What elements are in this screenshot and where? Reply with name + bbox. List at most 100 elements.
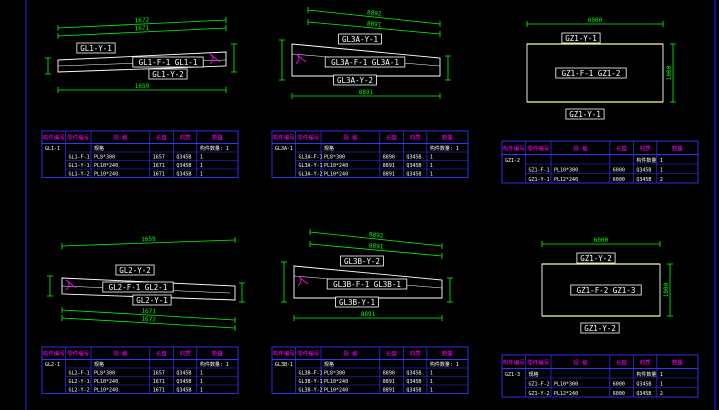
table-cell: PL10*300 <box>554 382 578 388</box>
label-part-3-box <box>132 294 172 306</box>
table-cell: 构件数量: 1 <box>200 361 229 368</box>
table-header-cell: 材质 <box>640 359 652 367</box>
weld-symbol <box>209 53 221 65</box>
table-cell: 1 <box>660 382 663 388</box>
table-cell: 8891 <box>383 379 395 385</box>
label-part-3-text: GZ1-Y-2 <box>584 324 616 333</box>
dim-top-outer-value: 8892 <box>369 231 384 240</box>
table-cell: 1 <box>660 168 663 174</box>
label-part-2-text: GZ1-F-2 GZ1-3 <box>577 286 636 295</box>
dim-height: 1000 <box>663 263 673 317</box>
table-cell: 1 <box>200 172 203 178</box>
beam-outline <box>291 43 441 77</box>
table-cell: PL8*300 <box>324 371 345 377</box>
dim-left <box>45 57 51 75</box>
label-part-2-box <box>102 281 174 293</box>
label-part-1-text: GL1-Y-1 <box>80 44 112 53</box>
label-part-1-box <box>338 33 382 45</box>
table-header-cell: 材质 <box>410 134 422 142</box>
dim-top-inner: 8891 <box>309 241 443 259</box>
table-cell: Q345B <box>406 388 421 394</box>
table-header-cell: 规 格 <box>573 145 588 153</box>
label-part-2-text: GL2-F-1 GL2-1 <box>109 283 168 292</box>
label-part-3: GL3B-Y-1 <box>335 296 379 308</box>
label-part-2: GZ1-F-2 GZ1-3 <box>570 284 642 296</box>
table-header-cell: 长度 <box>386 134 398 142</box>
table-cell: 1 <box>430 172 433 178</box>
table-header-cell: 数量 <box>442 134 454 142</box>
table-cell: Q345B <box>406 155 421 161</box>
table-cell: 1657 <box>153 155 165 161</box>
table-cell: GL3A-1 <box>275 146 293 152</box>
dim-bottom-inner-value: 1671 <box>141 308 156 316</box>
dim-right <box>445 55 451 81</box>
table-cell: GL2-F-1 <box>69 371 90 377</box>
table-header-cell: 构件编号 <box>43 350 66 358</box>
table-cell: 规格 <box>94 361 104 368</box>
label-part-3-text: GL2-Y-1 <box>136 296 168 305</box>
table-cell: 6000 <box>613 382 625 388</box>
label-part-3-text: GL3B-Y-1 <box>339 298 375 307</box>
table-header-cell: 构件编号 <box>503 145 526 153</box>
table-cell: GZ1-Y-2 <box>529 391 550 397</box>
table-header-cell: 数量 <box>212 134 224 142</box>
table-cell: PL12*240 <box>554 177 578 183</box>
label-part-1: GL2-Y-2 <box>115 264 155 276</box>
table-cell: 1657 <box>153 371 165 377</box>
label-part-1-text: GZ1-Y-2 <box>580 254 612 263</box>
table-cell: GL2-1 <box>45 362 60 368</box>
table-cell: 1 <box>660 158 663 164</box>
dim-top-inner-line <box>57 27 227 37</box>
table-header-cell: 材质 <box>640 145 652 153</box>
dim-right <box>239 282 245 303</box>
table-cell: 1 <box>430 155 433 161</box>
weld-symbol-mark <box>297 275 309 287</box>
dim-top-outer-line <box>61 239 236 247</box>
table-header-cell: 构件编号 <box>273 350 296 358</box>
table-cell: GL3A-F-1 <box>299 155 323 161</box>
weld-symbol-mark <box>65 279 77 291</box>
table-cell: 2 <box>660 391 663 397</box>
dim-top-inner: 1671 <box>57 25 227 39</box>
table-cell: PL10*300 <box>554 168 578 174</box>
dim-top-outer-line <box>57 19 227 29</box>
table-cell: 构件数量: 1 <box>430 145 459 152</box>
dim-top-inner: 8891 <box>307 19 441 37</box>
table-cell: 规格 <box>529 371 539 378</box>
table-cell: GL1-Y-2 <box>69 172 90 178</box>
label-part-3: GL3A-Y-2 <box>333 74 377 86</box>
table-border <box>271 130 469 178</box>
table-cell: 1671 <box>153 388 165 394</box>
table-cell: PL10*240 <box>94 379 118 385</box>
table-header-cell: 材质 <box>180 134 192 142</box>
table-header-cell: 材质 <box>180 350 192 358</box>
table-border <box>271 346 469 394</box>
dim-top-outer: 1659 <box>61 236 236 249</box>
table-cell: PL10*240 <box>94 388 118 394</box>
label-part-2-text: GZ1-F-1 GZ1-2 <box>562 69 621 78</box>
dim-left <box>47 275 53 297</box>
table-cell: PL10*240 <box>324 163 348 169</box>
table-cell: Q345B <box>636 177 651 183</box>
table-cell: 构件数量: 1 <box>200 145 229 152</box>
table-cell: GL3A-Y-2 <box>299 172 323 178</box>
dim-bottom-outer: 1672 <box>61 315 236 331</box>
label-part-3-text: GL1-Y-2 <box>152 70 184 79</box>
beam-outline <box>57 51 227 73</box>
table-border <box>501 354 699 398</box>
table-header-cell: 构件编号 <box>43 134 66 142</box>
label-part-3: GL2-Y-1 <box>132 294 172 306</box>
table-cell: GL3B-1 <box>275 362 293 368</box>
table-header-cell: 构件编号 <box>273 134 296 142</box>
table-cell: 8891 <box>383 172 395 178</box>
weld-symbol <box>295 53 307 65</box>
table-header-cell: 规 格 <box>343 350 358 358</box>
label-part-1-box <box>115 264 155 276</box>
